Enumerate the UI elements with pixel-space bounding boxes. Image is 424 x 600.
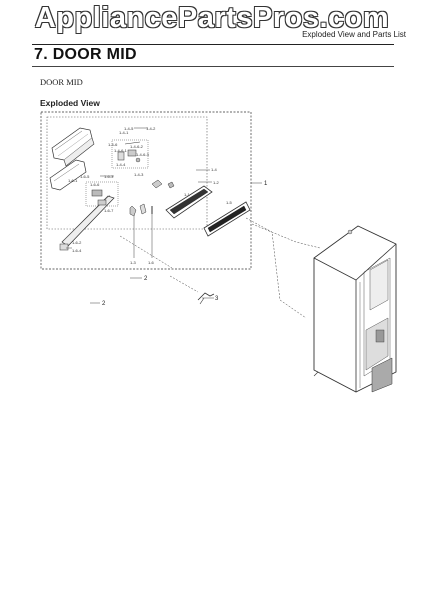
callout-1-5: 1-5 bbox=[226, 200, 233, 205]
upper-latch-parts bbox=[117, 141, 141, 163]
wire-harness-part bbox=[197, 292, 215, 305]
hinge-bar-part bbox=[59, 189, 115, 251]
callout-1-6-6: 1-6-6 bbox=[90, 182, 100, 187]
callout-1-4-6: 1-4-6 bbox=[108, 142, 118, 147]
callout-1-6-5: 1-6-5 bbox=[80, 174, 90, 179]
callout-1-6-2: 1-6-2 bbox=[72, 240, 82, 245]
title-bottom-rule bbox=[32, 66, 394, 67]
section-title: 7. DOOR MID bbox=[34, 46, 137, 63]
assembly-inner-frame bbox=[46, 116, 208, 230]
screw-parts bbox=[129, 203, 153, 258]
title-top-rule bbox=[32, 44, 394, 45]
callout-3: 3 bbox=[215, 296, 219, 302]
header-label: Exploded View and Parts List bbox=[302, 30, 406, 39]
lower-trim-part bbox=[49, 159, 87, 191]
display-frame-part bbox=[165, 185, 213, 219]
subtitle: DOOR MID bbox=[40, 77, 83, 87]
callout-2-lower: 2 bbox=[102, 301, 106, 307]
callout-1-1: 1-1 bbox=[184, 192, 191, 197]
callout-2-upper: 2 bbox=[144, 276, 148, 282]
callout-1-4-1: 1-4-1 bbox=[119, 130, 129, 135]
callout-1: 1 bbox=[264, 181, 268, 187]
assembly-outer-frame bbox=[40, 111, 252, 270]
callout-1-6-1: 1-6-1 bbox=[68, 178, 78, 183]
callout-1-6-4: 1-6-4 bbox=[72, 248, 82, 253]
callout-1-4-3: 1-4-3 bbox=[134, 172, 144, 177]
callout-1-6: 1-6 bbox=[148, 260, 155, 265]
detail-box-upper bbox=[111, 139, 149, 169]
callout-1-4-6-1: 1-4-6-1 bbox=[114, 148, 128, 153]
callout-1-4-2: 1-4-2 bbox=[146, 126, 156, 131]
callout-1-2: 1-2 bbox=[213, 180, 220, 185]
upper-trim-part bbox=[51, 127, 95, 167]
exploded-view-label: Exploded View bbox=[40, 98, 100, 108]
callout-1-3: 1-3 bbox=[130, 260, 137, 265]
callout-1-4-6-2: 1-4-6-2 bbox=[130, 144, 144, 149]
refrigerator-body bbox=[313, 225, 397, 393]
door-panel-part bbox=[203, 201, 251, 237]
callout-1-4-4: 1-4-4 bbox=[116, 162, 126, 167]
leader-lines bbox=[66, 127, 321, 319]
callout-1-4-5: 1-4-5 bbox=[124, 126, 134, 131]
callout-1-4: 1-4 bbox=[211, 167, 218, 172]
callout-1-6-3: 1-6-3 bbox=[104, 174, 114, 179]
callout-1-4-6-3: 1-4-6-3 bbox=[136, 152, 150, 157]
clip-parts bbox=[151, 179, 175, 189]
callout-1-6-7: 1-6-7 bbox=[104, 208, 114, 213]
